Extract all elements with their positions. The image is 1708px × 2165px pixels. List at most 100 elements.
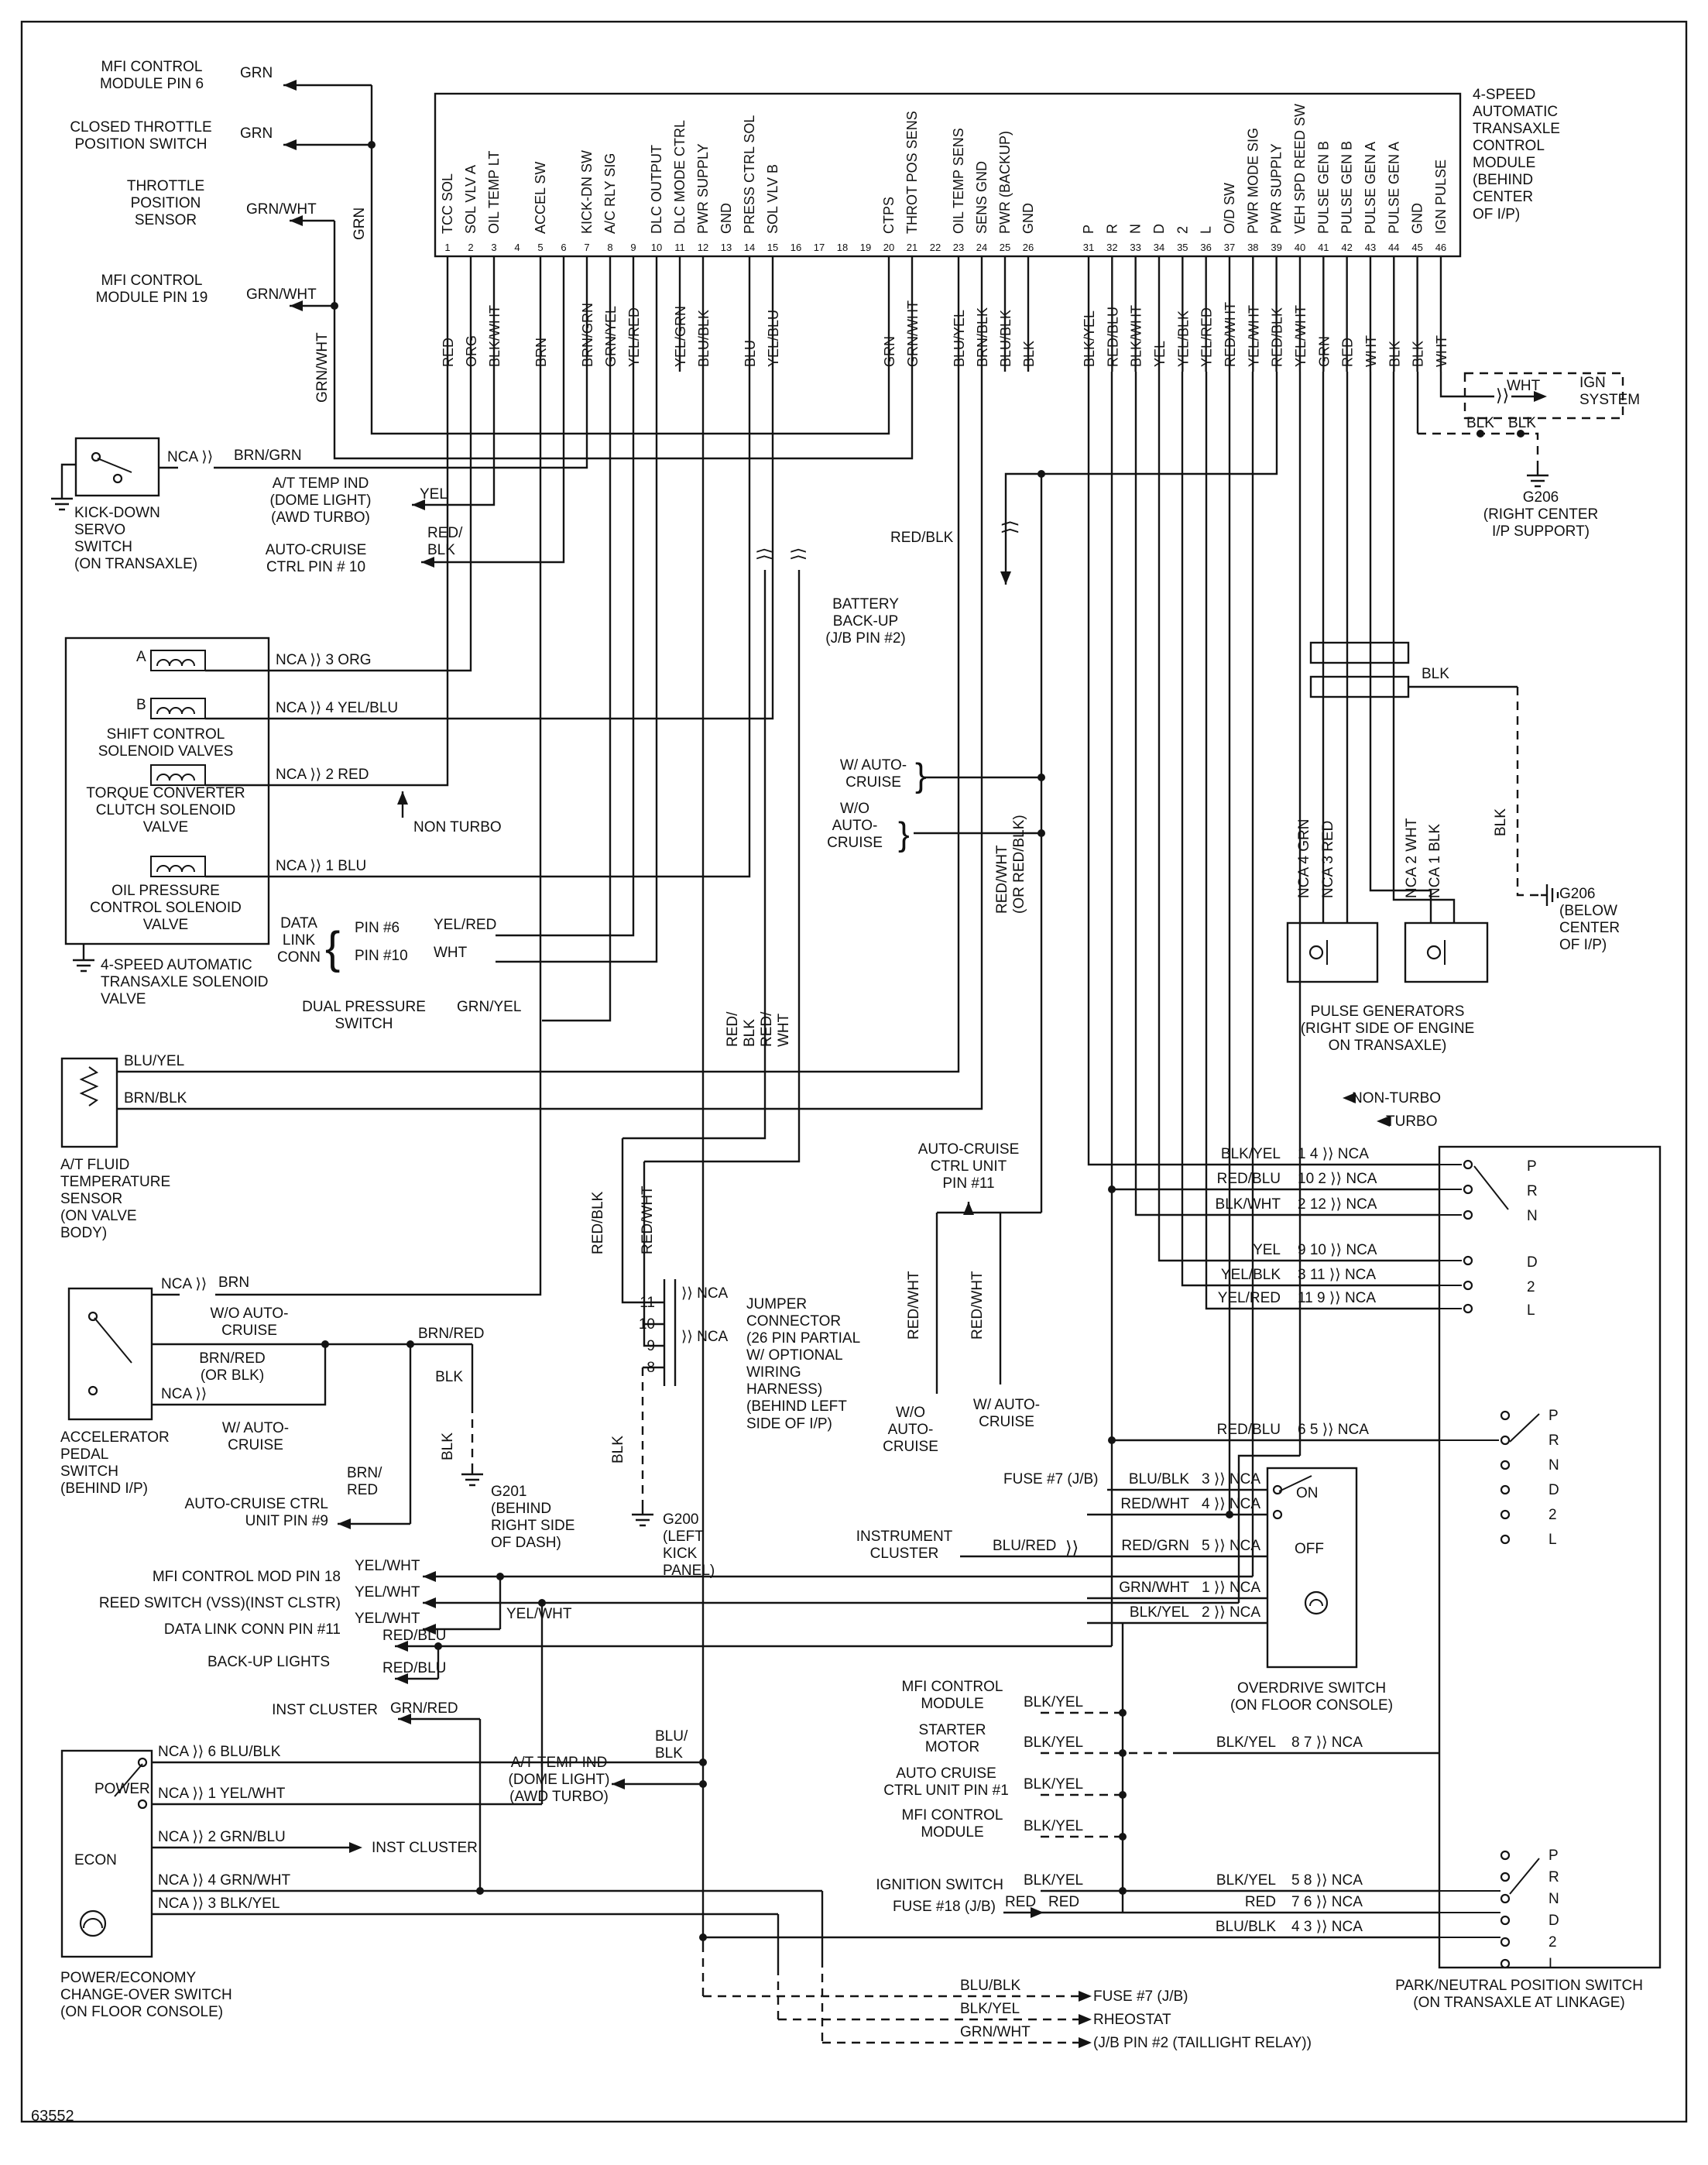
ecu-pin-number: 25: [1000, 242, 1010, 253]
diagram-label: RED/BLU: [1217, 1171, 1281, 1187]
diagram-label: 11: [640, 1295, 655, 1311]
diagram-label: R: [1527, 1183, 1538, 1199]
diagram-label: NCA 2 WHT: [1404, 818, 1420, 898]
diagram-label: W/ AUTO-CRUISE: [840, 757, 907, 791]
diagram-label: ON: [1296, 1485, 1319, 1501]
diagram-label: BLK/YEL: [1221, 1146, 1281, 1162]
diagram-label: MFI CONTROL MOD PIN 18: [153, 1569, 341, 1585]
diagram-label: PIN #10: [355, 948, 408, 964]
diagram-label: NON-TURBO: [1352, 1090, 1441, 1107]
diagram-label: NCA ⟩⟩ 2 GRN/BLU: [158, 1829, 286, 1845]
diagram-label: BLK: [1466, 415, 1494, 431]
ecu-pin-signal: A/C RLY SIG: [602, 153, 618, 234]
diagram-label: {: [325, 923, 340, 973]
diagram-label: NCA ⟩⟩ 1 BLU: [276, 858, 366, 874]
diagram-label: 1 ⟩⟩ NCA: [1202, 1580, 1260, 1596]
ecu-pin-number: 32: [1106, 242, 1117, 253]
diagram-label: TURBO: [1386, 1113, 1438, 1130]
ecu-pin-number: 44: [1388, 242, 1399, 253]
diagram-label: ⟩⟩: [754, 547, 773, 561]
diagram-label: BLK: [1422, 666, 1449, 682]
diagram-label: RED/WHT: [969, 1271, 986, 1340]
ecu-pin-number: 41: [1318, 242, 1329, 253]
ecu-pin-number: 10: [651, 242, 662, 253]
diagram-label: 7 6 ⟩⟩ NCA: [1291, 1894, 1363, 1910]
diagram-label: BLK/YEL: [1024, 1694, 1083, 1710]
diagram-label: BLK/YEL: [960, 2001, 1020, 2017]
diagram-label: BLK: [1493, 808, 1509, 836]
ecu-pin-signal: PULSE GEN B: [1339, 141, 1355, 234]
diagram-label: NCA 1 BLK: [1427, 824, 1443, 898]
diagram-label: ⟩⟩: [1000, 520, 1020, 534]
ecu-pin-signal: GND: [1410, 203, 1425, 234]
diagram-label: BRN/RED(OR BLK): [199, 1350, 266, 1384]
diagram-label: FUSE #7 (J/B): [1093, 1988, 1188, 2005]
ecu-pin-number: 36: [1200, 242, 1211, 253]
diagram-label: 6 5 ⟩⟩ NCA: [1298, 1422, 1369, 1438]
ecu-pin-number: 22: [930, 242, 941, 253]
diagram-label: ⟩⟩: [1496, 386, 1509, 405]
diagram-label: RHEOSTAT: [1093, 2012, 1171, 2028]
diagram-label: NCA ⟩⟩ 1 YEL/WHT: [158, 1786, 286, 1802]
diagram-label: 8 7 ⟩⟩ NCA: [1291, 1734, 1363, 1751]
diagram-label: NCA ⟩⟩ 6 BLU/BLK: [158, 1744, 281, 1760]
diagram-label: BLK: [1508, 415, 1536, 431]
ecu-pin-signal: SOL VLV A: [463, 165, 478, 234]
ecu-pin-number: 45: [1411, 242, 1422, 253]
diagram-label: NON TURBO: [413, 819, 502, 835]
diagram-label: N: [1549, 1891, 1559, 1907]
diagram-label: NCA ⟩⟩: [161, 1386, 207, 1402]
ecu-pin-number: 20: [883, 242, 894, 253]
diagram-label: BLU/BLK: [1129, 1471, 1189, 1487]
diagram-label: YEL/WHT: [355, 1584, 420, 1601]
diagram-label: 9: [647, 1338, 655, 1354]
diagram-label: BLK/WHT: [1216, 1196, 1281, 1213]
diagram-label: RED/WHT: [1120, 1496, 1189, 1512]
diagram-label: RED/WHT(OR RED/BLK): [994, 815, 1027, 914]
ecu-pin-signal: OIL TEMP LT: [486, 151, 502, 234]
diagram-label: GRN/YEL: [457, 999, 521, 1015]
ecu-pin-number: 4: [514, 242, 520, 253]
diagram-label: BLK/YEL: [1024, 1734, 1083, 1751]
ecu-pin-signal: PWR SUPPLY: [1269, 143, 1284, 234]
diagram-label: BLK/YEL: [1024, 1818, 1083, 1834]
ecu-pin-signal: OIL TEMP SENS: [951, 128, 966, 234]
diagram-label: 10 2 ⟩⟩ NCA: [1298, 1171, 1377, 1187]
diagram-label: NCA 3 RED: [1320, 821, 1336, 898]
diagram-label: ⟩⟩ NCA: [681, 1285, 729, 1302]
diagram-label: BLU/BLK: [655, 1728, 688, 1762]
diagram-label: BLU/YEL: [124, 1053, 184, 1069]
diagram-label: L: [1527, 1302, 1535, 1319]
ecu-pin-number: 24: [976, 242, 987, 253]
diagram-label: BLU/RED: [993, 1538, 1056, 1554]
ecu-pin-number: 23: [953, 242, 964, 253]
diagram-label: RED/BLK: [890, 530, 954, 546]
ecu-pin-number: 8: [607, 242, 612, 253]
ecu-pin-number: 16: [791, 242, 801, 253]
ecu-pin-signal: PULSE GEN A: [1386, 142, 1401, 234]
ecu-pin-signal: DLC MODE CTRL: [672, 120, 688, 234]
ecu-pin-signal: D: [1151, 224, 1167, 234]
diagram-label: INST CLUSTER: [372, 1840, 478, 1856]
ground-icon: [71, 952, 96, 973]
ecu-pin-number: 35: [1177, 242, 1188, 253]
diagram-label: W/ AUTO-CRUISE: [222, 1420, 289, 1453]
ecu-pin-number: 1: [444, 242, 450, 253]
